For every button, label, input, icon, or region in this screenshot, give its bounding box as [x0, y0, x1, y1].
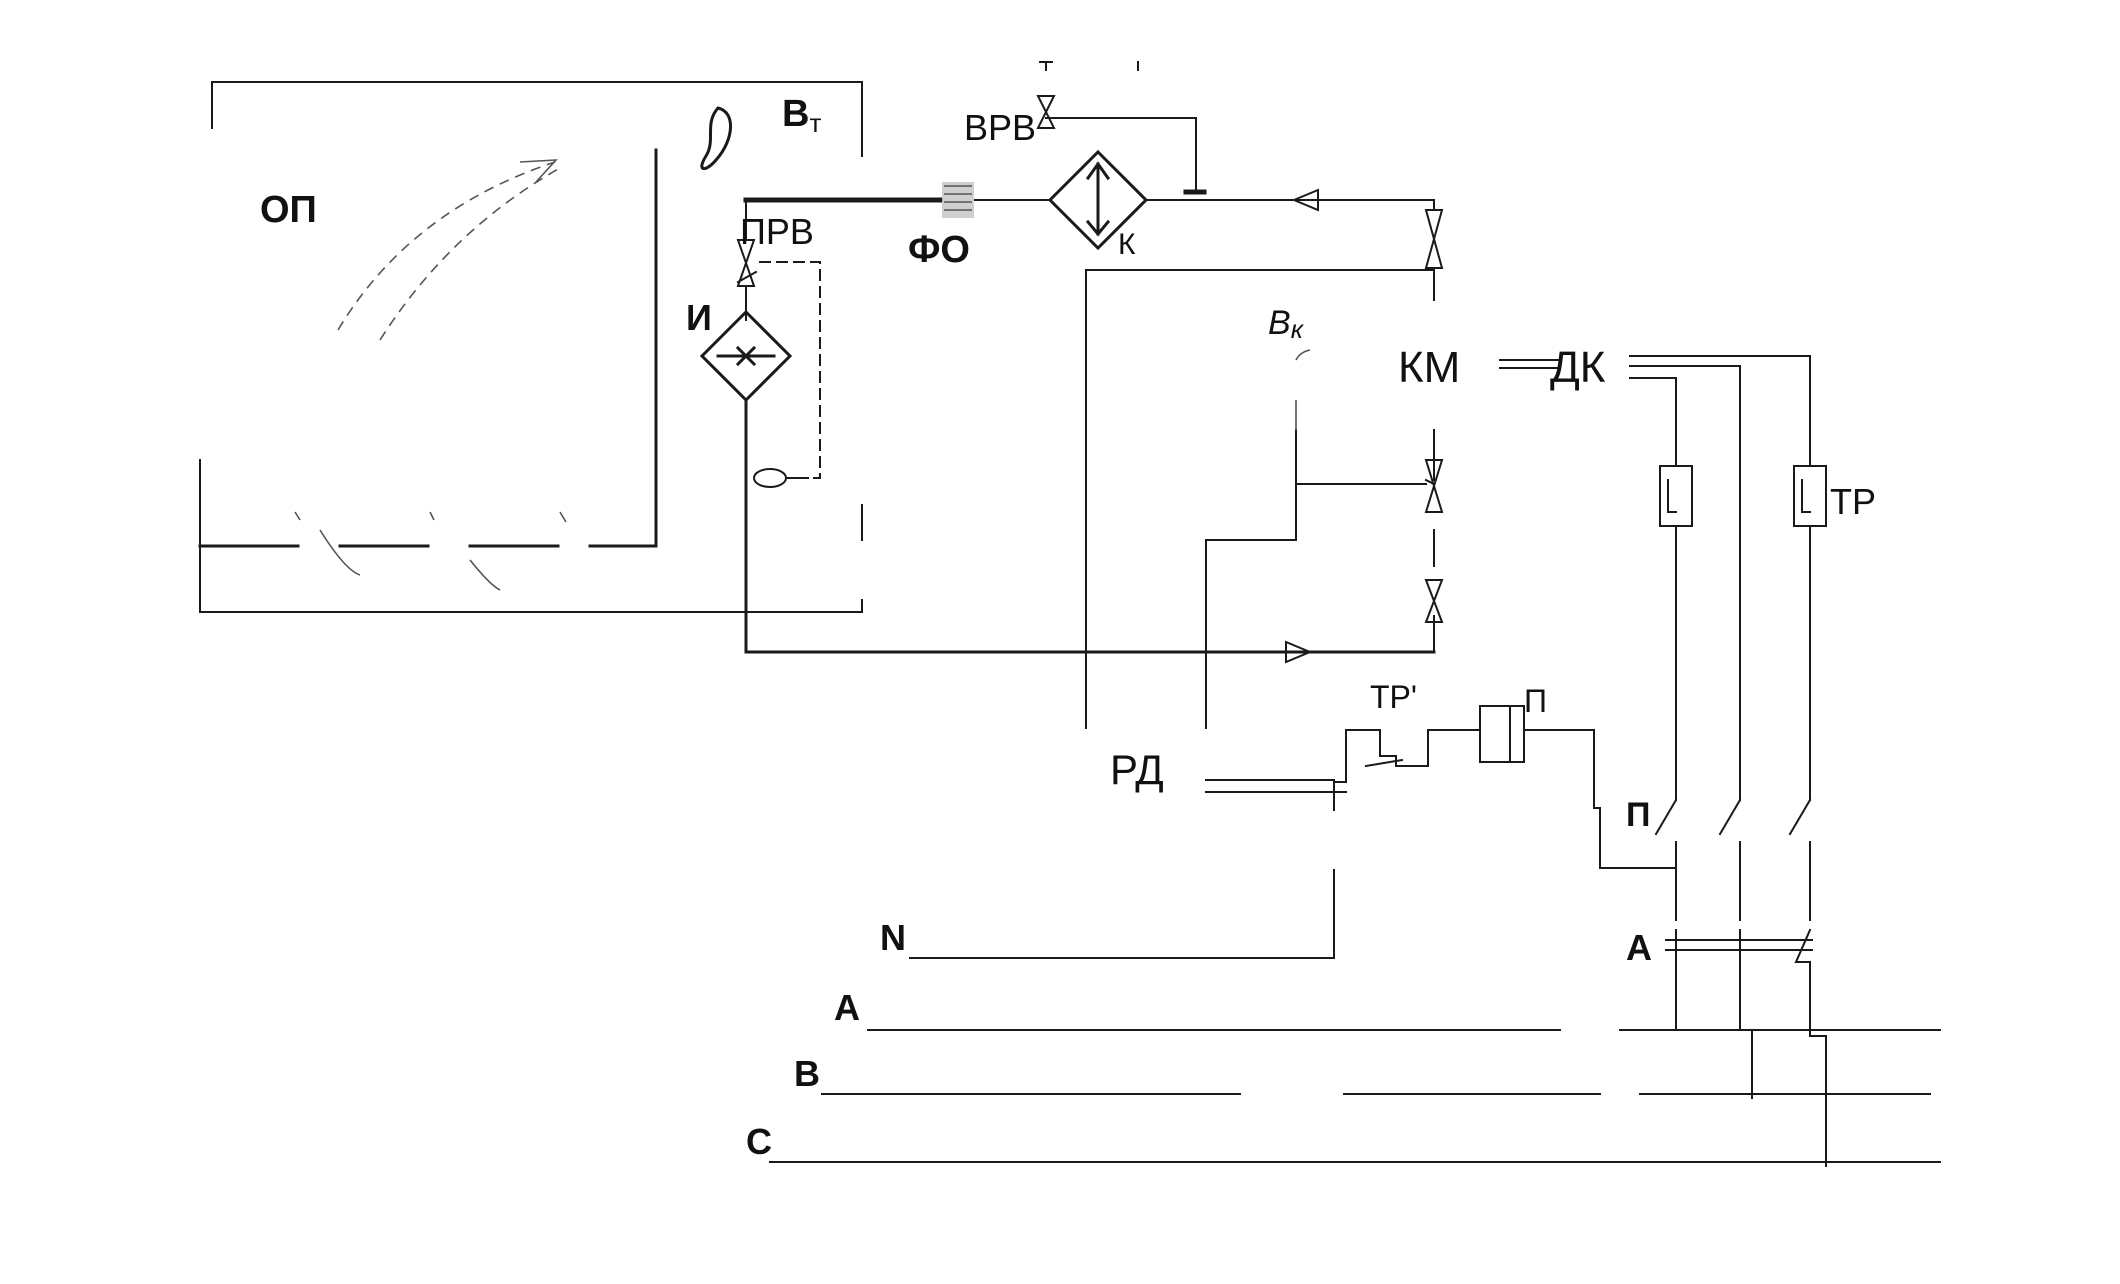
label-tr-prime: ТР' [1370, 679, 1417, 715]
label-tr: ТР [1830, 481, 1876, 522]
shutoff-valve-icon [1424, 459, 1444, 513]
label-i: И [686, 297, 712, 338]
sensor-bulb-icon [753, 468, 809, 488]
label-vk-main: В [1268, 304, 1291, 342]
label-vk-sub: к [1291, 314, 1305, 344]
label-vk: Вк [1268, 304, 1305, 344]
shutoff-valve-icon [1424, 579, 1444, 623]
contactor-coil-icon [1479, 705, 1525, 763]
thermal-relay-icon [1659, 465, 1693, 527]
cold-room-enclosure [198, 81, 863, 613]
valve-vrv-icon [1036, 61, 1139, 129]
label-p-contact: П [1626, 796, 1650, 834]
label-vt-sub: т [809, 108, 821, 138]
label-phase-a: A [834, 987, 860, 1028]
condenser-icon [1047, 149, 1149, 251]
label-n: N [880, 917, 906, 958]
label-a-switch: А [1626, 927, 1652, 968]
evaporator-icon [699, 309, 793, 403]
flow-arrow-icon [1285, 640, 1313, 664]
label-fo: ФО [908, 229, 970, 271]
label-phase-b: B [794, 1053, 820, 1094]
label-p-coil: П [1524, 683, 1547, 719]
label-vt-main: В [782, 93, 809, 135]
condenser-fan-lines [1295, 349, 1311, 430]
label-op: ОП [260, 189, 317, 231]
label-vt: Вт [782, 93, 821, 138]
label-phase-c: C [746, 1121, 772, 1162]
electrical-wiring [769, 355, 1941, 1167]
fan-icon [700, 106, 732, 170]
label-prv: ПРВ [740, 211, 814, 252]
label-vrv: ВРВ [964, 107, 1036, 148]
shutoff-valve-icon [1424, 209, 1444, 269]
filter-icon [942, 182, 974, 218]
flow-arrow-icon [1291, 188, 1319, 212]
label-k: К [1118, 228, 1136, 261]
label-km: КМ [1398, 343, 1460, 392]
valve-prv-icon [736, 239, 758, 287]
label-rd: РД [1110, 746, 1164, 793]
label-dk: ДК [1550, 343, 1606, 392]
thermal-relay-icon [1793, 465, 1827, 527]
refrigerant-piping [743, 117, 1436, 721]
